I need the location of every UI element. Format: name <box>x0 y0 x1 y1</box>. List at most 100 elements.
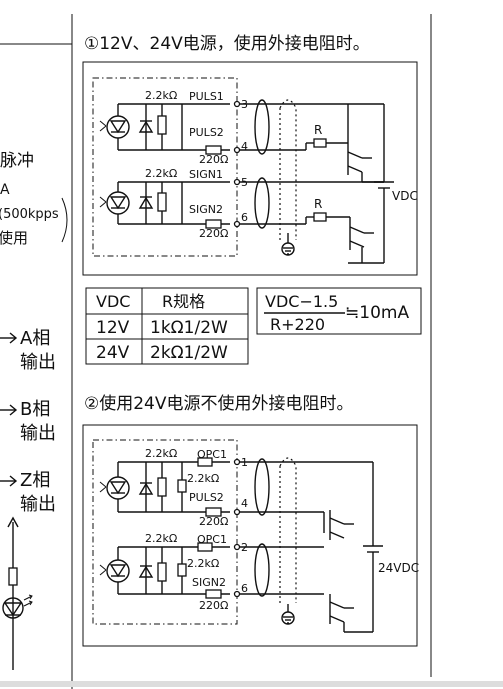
left-fragment: 脉冲 A (500kpps 使用 A相 输出 B相 输出 Z相 输出 <box>0 14 73 689</box>
transistor-2-icon <box>349 217 374 250</box>
diode-3-icon <box>138 462 154 512</box>
s1-r-ext1: R <box>314 123 322 137</box>
optocoupler-4-icon <box>99 559 130 583</box>
spec-row2-r: 2kΩ1/2W <box>150 343 228 363</box>
current-formula: VDC−1.5 R+220 ≒10mA <box>256 287 422 335</box>
ext-resistor-2 <box>313 212 327 222</box>
s2-puls2-label: PULS2 <box>189 491 224 504</box>
ground-1-icon <box>281 242 295 256</box>
terminal-4b <box>233 508 241 516</box>
s2-r1-label: 2.2kΩ <box>145 447 177 460</box>
resistor-2k2-e <box>157 562 167 582</box>
twisted-pair-1-icon <box>254 99 270 155</box>
shield-icon <box>279 99 297 240</box>
terminal-4 <box>233 146 241 154</box>
spec-table: VDC R规格 12V 1kΩ1/2W 24V 2kΩ1/2W <box>85 287 249 365</box>
diode-4-icon <box>138 547 154 594</box>
section2-driver-box <box>92 439 238 625</box>
b-out-2: 输出 <box>20 423 56 444</box>
s2-r4-label: 2.2kΩ <box>187 557 219 570</box>
section2-frame <box>82 424 418 647</box>
s2-pin6: 6 <box>241 582 248 595</box>
optocoupler-1-icon <box>99 115 130 139</box>
formula-frame <box>256 287 422 335</box>
section1-title: ①12V、24V电源，使用外接电阻时。 <box>84 33 370 54</box>
optocoupler-3-icon <box>99 476 130 500</box>
terminal-3 <box>233 100 241 108</box>
s1-r1-label: 2.2kΩ <box>145 89 177 102</box>
spec-header-r: R规格 <box>162 292 205 311</box>
resistor-2k2-f <box>177 563 187 577</box>
spec-row2-vdc: 24V <box>96 343 130 363</box>
s1-pin4: 4 <box>241 140 248 153</box>
diode-2-icon <box>138 182 154 224</box>
terminal-2 <box>233 543 241 551</box>
s1-r-ext2: R <box>314 197 322 211</box>
optocoupler-2-icon <box>99 191 130 215</box>
resistor-220-d <box>205 589 222 599</box>
s2-r3-label: 2.2kΩ <box>145 532 177 545</box>
twisted-pair-3-icon <box>254 458 270 516</box>
resistor-2k2-a <box>157 115 167 135</box>
section1-diagram: 2.2kΩ PULS1 3 PULS2 4 220Ω 2.2kΩ SIGN1 <box>82 61 418 276</box>
a-out-2: 输出 <box>20 352 56 373</box>
terminal-1 <box>233 458 241 466</box>
diode-1-icon <box>138 104 154 150</box>
spec-row1-r: 1kΩ1/2W <box>150 318 228 338</box>
resistor-opc-b <box>197 542 213 552</box>
resistor-220-c <box>205 507 222 517</box>
section2-title: ②使用24V电源不使用外接电阻时。 <box>84 393 354 414</box>
z-out-1: Z相 <box>20 470 50 491</box>
bracket <box>61 197 68 243</box>
s1-vdc-label: VDC <box>392 189 418 203</box>
s2-pin4: 4 <box>241 497 248 510</box>
s1-sign2-label: SIGN2 <box>189 203 223 216</box>
twisted-pair-2-icon <box>254 177 270 229</box>
s2-vdc24-label: 24VDC <box>378 561 419 575</box>
z-led-icon <box>2 594 33 619</box>
use-label: 使用 <box>0 229 28 247</box>
z-out-2: 输出 <box>20 494 56 515</box>
s1-pin6: 6 <box>241 211 248 224</box>
s1-r220a: 220Ω <box>199 153 228 166</box>
s1-r220b: 220Ω <box>199 227 228 240</box>
resistor-220-b <box>205 219 222 229</box>
s2-opc1b-label: OPC1 <box>197 533 227 546</box>
formula-result: ≒10mA <box>345 303 409 323</box>
z-output-arrow <box>7 516 19 528</box>
spec-table-frame <box>85 287 249 365</box>
section1-driver-box <box>92 77 238 257</box>
section2-diagram: 2.2kΩ OPC1 1 2.2kΩ PULS2 4 220Ω <box>82 424 419 647</box>
resistor-2k2-c <box>157 477 167 497</box>
kpps-label: (500kpps <box>0 207 59 222</box>
b-arrowhead <box>9 404 18 416</box>
pulse-label: 脉冲 <box>0 151 34 171</box>
transistor-1-icon <box>347 143 372 175</box>
resistor-2k2-b <box>157 192 167 212</box>
resistor-220-a <box>205 145 222 155</box>
s1-puls2-label: PULS2 <box>189 126 224 139</box>
s2-opc1a-label: OPC1 <box>197 448 227 461</box>
shield-2-icon <box>279 457 297 603</box>
resistor-opc-a <box>197 457 213 467</box>
formula-denominator: R+220 <box>270 315 325 334</box>
s1-sign1-label: SIGN1 <box>189 168 223 181</box>
resistor-2k2-d <box>177 479 187 493</box>
transistor-4-icon <box>329 594 354 624</box>
ground-2-icon <box>281 611 295 625</box>
s2-r220a: 220Ω <box>199 515 228 528</box>
current-label: A <box>0 182 10 198</box>
z-output-resistor <box>8 567 18 586</box>
terminal-5 <box>233 178 241 186</box>
section1-frame <box>82 61 418 276</box>
a-out-1: A相 <box>20 328 50 349</box>
formula-numerator: VDC−1.5 <box>265 292 338 311</box>
s2-r2a-label: 2.2kΩ <box>187 472 219 485</box>
s1-puls1-label: PULS1 <box>189 90 224 103</box>
s1-r2-label: 2.2kΩ <box>145 167 177 180</box>
terminal-6b <box>233 590 241 598</box>
s2-sign2-label: SIGN2 <box>192 576 226 589</box>
spec-header-vdc: VDC <box>96 292 130 311</box>
ext-resistor-1 <box>313 138 327 148</box>
